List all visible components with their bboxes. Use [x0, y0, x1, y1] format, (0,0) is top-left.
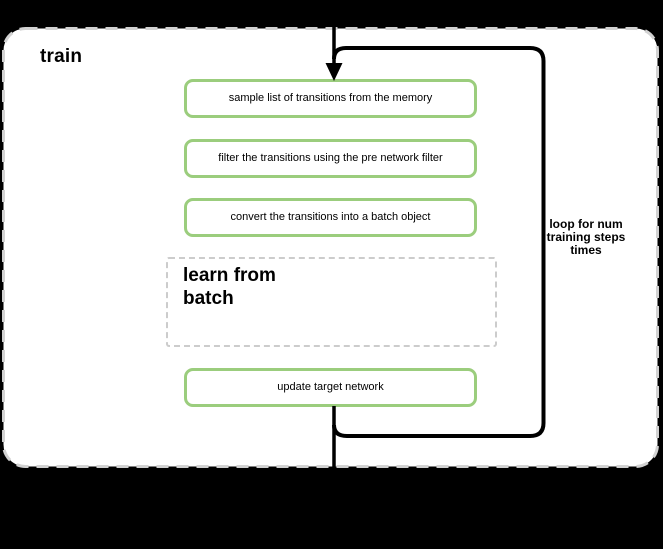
loop-label: loop for num training steps times	[536, 218, 636, 257]
diagram-title: train	[40, 46, 83, 67]
node-sample-transitions: sample list of transitions from the memo…	[184, 79, 477, 118]
node-label: sample list of transitions from the memo…	[228, 92, 433, 104]
subprocess-label-line: batch	[183, 288, 234, 309]
loop-label-line: loop for num	[549, 217, 623, 231]
loop-label-line: training steps	[546, 230, 626, 244]
subprocess-learn-from-batch: learn from batch	[166, 257, 497, 347]
node-filter-transitions: filter the transitions using the pre net…	[184, 139, 477, 178]
loop-label-line: times	[570, 243, 602, 257]
node-convert-to-batch: convert the transitions into a batch obj…	[184, 198, 477, 237]
subprocess-label-line: learn from	[183, 265, 276, 286]
node-label: filter the transitions using the pre net…	[218, 152, 443, 164]
node-label: update target network	[277, 381, 384, 393]
node-label: convert the transitions into a batch obj…	[230, 211, 431, 223]
node-update-target-network: update target network	[184, 368, 477, 407]
